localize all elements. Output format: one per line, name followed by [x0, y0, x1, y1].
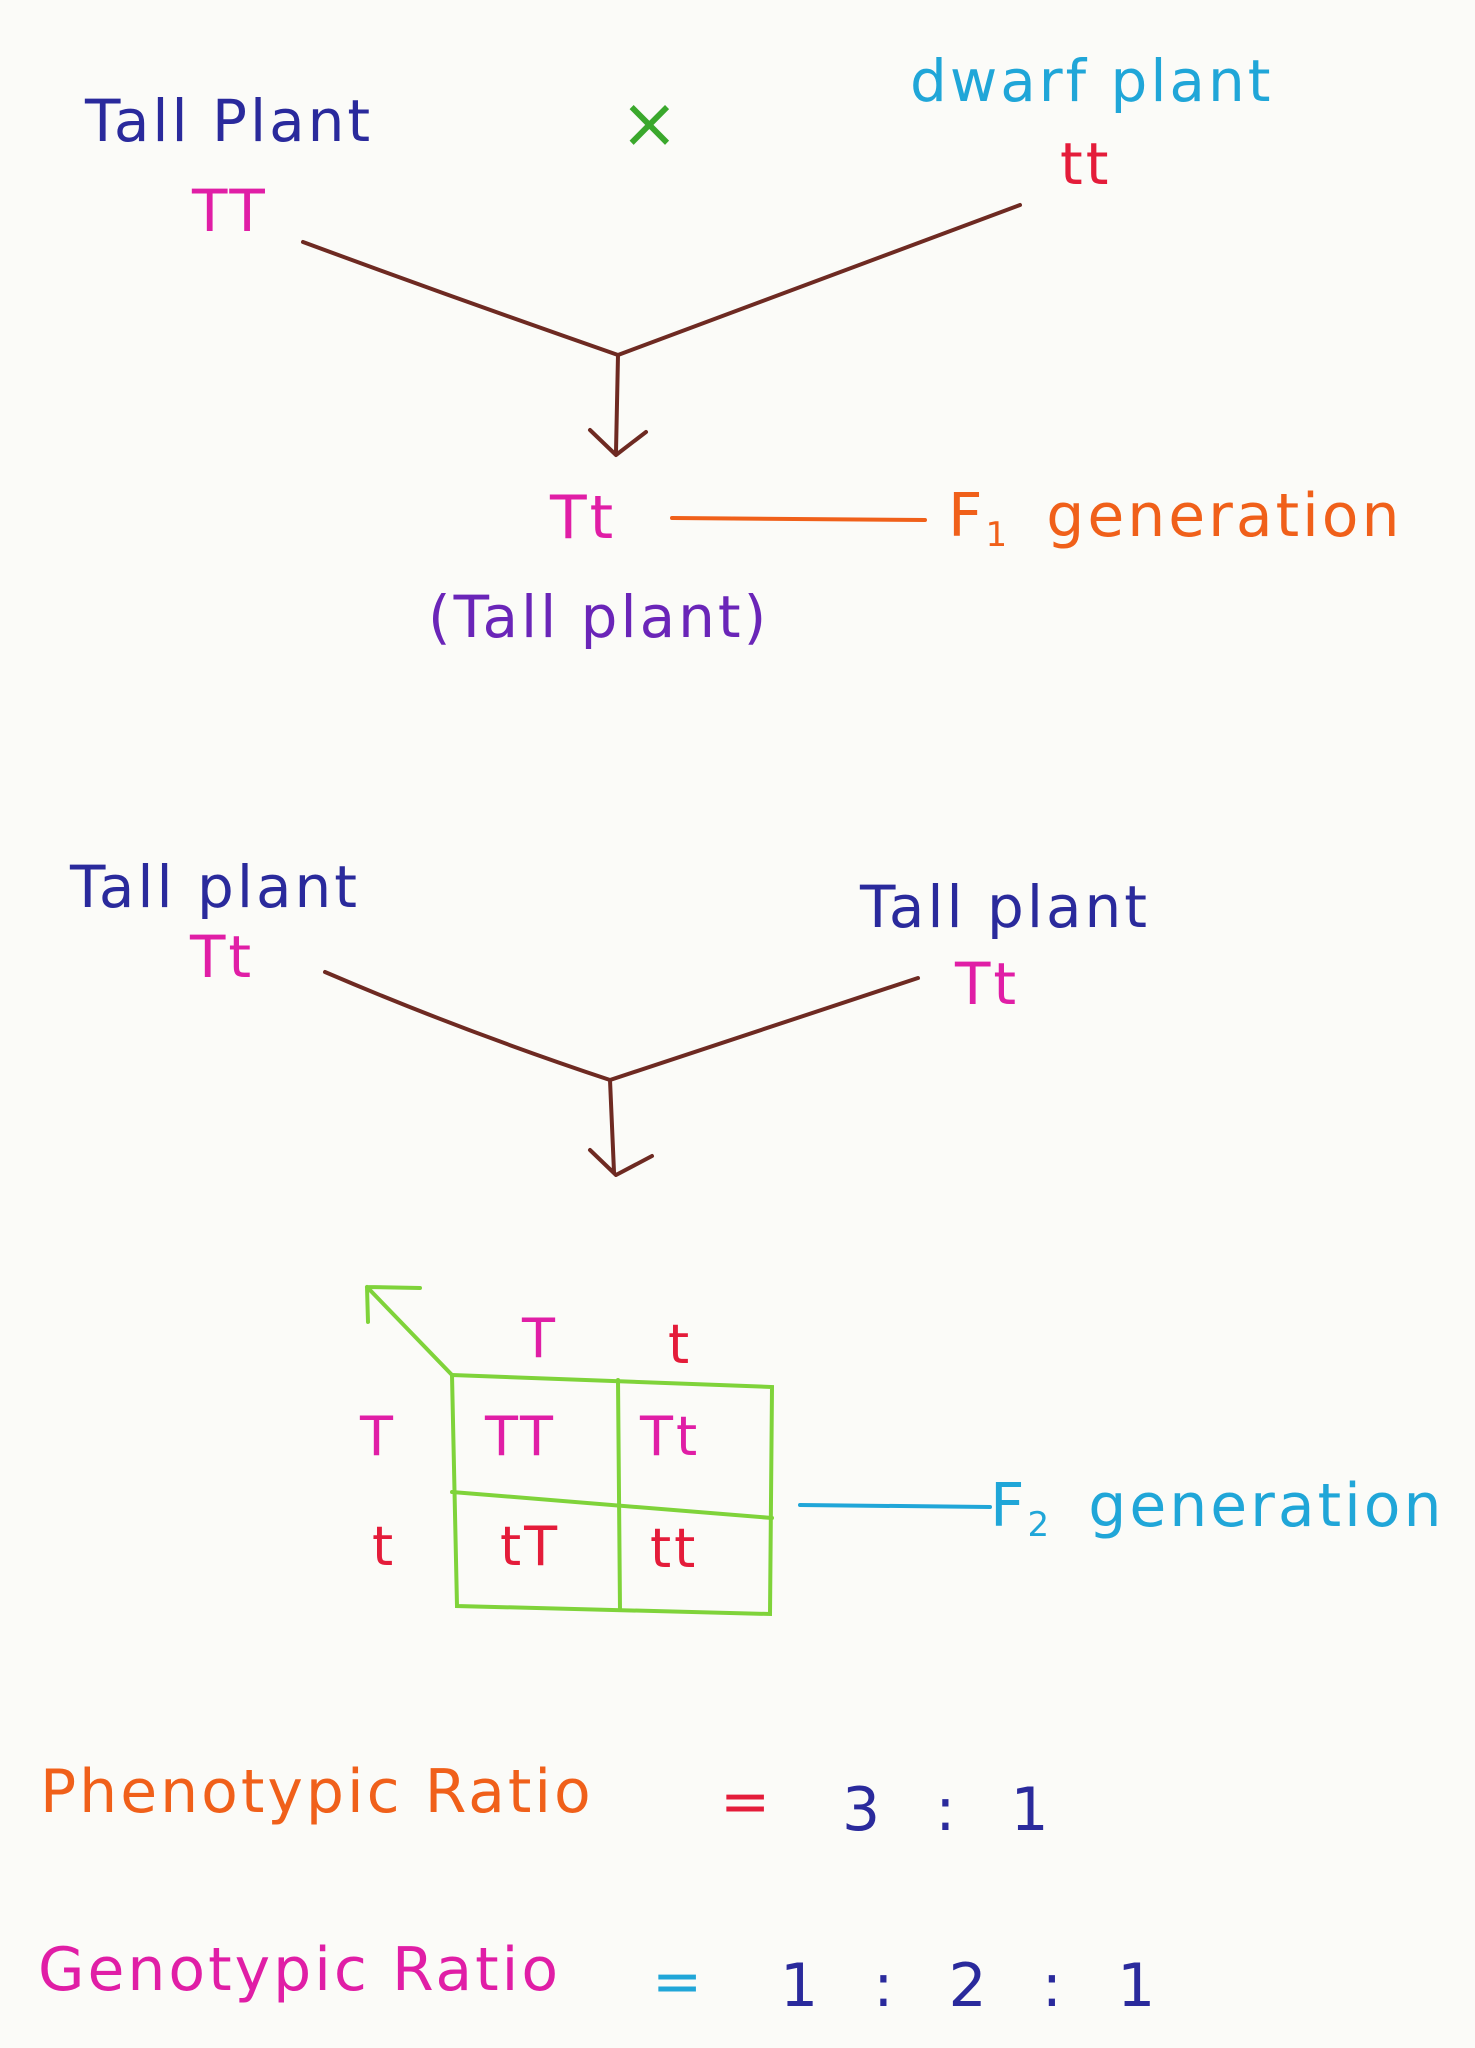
cross-symbol: ×	[620, 82, 682, 164]
phenotypic-ratio-value: 3 : 1	[842, 1775, 1052, 1845]
f2-connector-line	[798, 1503, 992, 1509]
phenotypic-ratio-label: Phenotypic Ratio	[40, 1757, 594, 1827]
cross2-parent1-genotype: Tt	[190, 923, 255, 991]
cross2-down-arrow	[588, 1078, 654, 1177]
cross2-parent2-label: Tall plant	[860, 873, 1151, 941]
f1-generation-label: F1 generation	[948, 486, 1403, 552]
f2-generation-word: generation	[1088, 1471, 1445, 1541]
punnett-grid	[449, 1372, 775, 1617]
cross1-parent1-label: Tall Plant	[85, 87, 374, 155]
cross2-left-connector	[323, 970, 612, 1082]
f2-generation-subscript: 2	[1027, 1505, 1053, 1545]
f1-generation-subscript: 1	[985, 515, 1011, 555]
punnett-col-header-1: T	[522, 1307, 558, 1370]
f1-connector-line	[670, 516, 927, 522]
cross2-right-connector	[608, 976, 920, 1082]
genotypic-ratio-equals: =	[652, 1947, 706, 2017]
f1-generation-prefix: F	[948, 481, 986, 551]
punnett-cell-r1c2: Tt	[640, 1405, 701, 1468]
cross1-parent2-label: dwarf plant	[910, 47, 1274, 115]
cross2-parent2-genotype: Tt	[955, 950, 1020, 1018]
punnett-cell-r1c1: TT	[485, 1405, 557, 1468]
cross1-down-arrow	[588, 353, 648, 457]
phenotypic-ratio-equals: =	[720, 1767, 774, 1837]
cross1-right-connector	[616, 203, 1022, 357]
f1-offspring-phenotype: (Tall plant)	[428, 583, 770, 651]
f1-offspring-genotype: Tt	[550, 483, 617, 553]
cross1-parent1-genotype: TT	[192, 177, 268, 245]
punnett-row-header-2: t	[372, 1515, 397, 1578]
f2-generation-label: F2 generation	[990, 1476, 1445, 1542]
genotypic-ratio-value: 1 : 2 : 1	[780, 1951, 1159, 2021]
punnett-cell-r2c2: tt	[650, 1517, 699, 1580]
cross2-parent1-label: Tall plant	[70, 853, 361, 921]
cross1-parent2-genotype: tt	[1060, 130, 1112, 198]
punnett-col-header-2: t	[668, 1313, 693, 1376]
f1-generation-word: generation	[1046, 481, 1403, 551]
punnett-row-header-1: T	[360, 1405, 396, 1468]
punnett-cell-r2c1: tT	[500, 1515, 561, 1578]
punnett-diagonal-arrow	[365, 1285, 454, 1377]
cross1-left-connector	[301, 240, 620, 357]
f2-generation-prefix: F	[990, 1471, 1028, 1541]
genotypic-ratio-label: Genotypic Ratio	[38, 1935, 562, 2005]
